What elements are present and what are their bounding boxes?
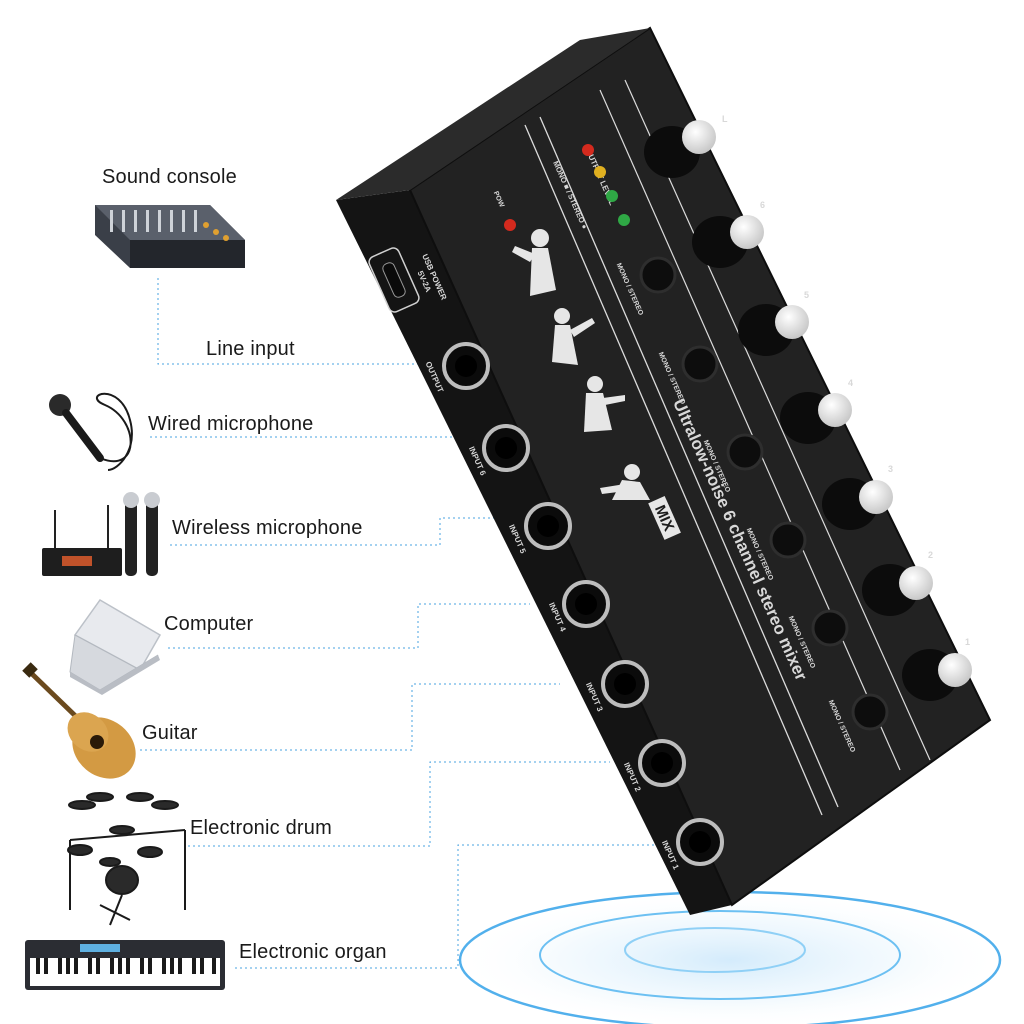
knob-6: 6 [692, 200, 765, 268]
input-jack-2: INPUT 2 [622, 739, 686, 793]
svg-text:5: 5 [804, 290, 809, 300]
wired-microphone-icon [49, 392, 133, 471]
svg-text:1: 1 [965, 637, 970, 647]
label-computer: Computer [164, 613, 254, 635]
drum-kit-icon [67, 792, 186, 926]
svg-text:6: 6 [760, 200, 765, 210]
mixer-device: Ultralow-noise 6 channel stereo mixer MI… [336, 26, 992, 915]
knob-2: 2 [862, 550, 933, 616]
laptop-icon [69, 599, 162, 695]
output-level-leds [582, 144, 630, 226]
keyboard-icon [25, 940, 225, 990]
label-electronic-drum: Electronic drum [190, 817, 332, 839]
wireless-microphone-icon [42, 492, 160, 576]
mixer-console-icon [95, 205, 245, 268]
svg-text:2: 2 [928, 550, 933, 560]
label-guitar: Guitar [142, 722, 198, 744]
dancer-graphic [512, 229, 650, 500]
label-electronic-organ: Electronic organ [239, 941, 387, 963]
label-wired-microphone: Wired microphone [148, 413, 314, 435]
volume-knobs: L 6 5 4 3 2 1 [644, 114, 972, 701]
guitar-icon [22, 662, 136, 779]
svg-text:3: 3 [888, 464, 893, 474]
knob-3: 3 [822, 464, 893, 530]
output-jack: OUTPUT [423, 342, 490, 394]
knob-4: 4 [780, 378, 853, 444]
knob-1: 1 [902, 637, 972, 701]
label-line-input: Line input [206, 338, 295, 360]
knob-main: L [644, 114, 728, 178]
label-sound-console: Sound console [102, 166, 237, 188]
input-jack-6: INPUT 6 [467, 424, 530, 477]
input-jack-3: INPUT 3 [584, 660, 649, 713]
svg-text:4: 4 [848, 378, 853, 388]
label-wireless-microphone: Wireless microphone [172, 517, 363, 539]
svg-text:L: L [722, 114, 728, 124]
knob-5: 5 [738, 290, 809, 356]
power-led [504, 219, 516, 231]
